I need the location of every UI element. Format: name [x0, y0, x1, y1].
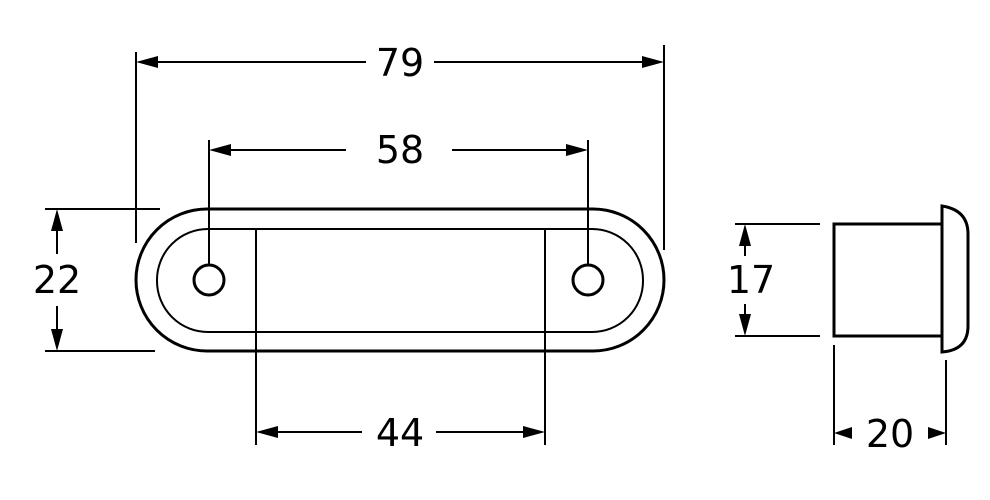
dimension-body-height: 17 — [727, 223, 820, 337]
mounting-hole-right — [571, 263, 605, 297]
overall-length-label: 79 — [376, 41, 424, 85]
depth-label: 20 — [866, 412, 914, 456]
housing-outline — [134, 207, 666, 353]
dimension-overall-height: 22 — [33, 208, 160, 352]
overall-height-label: 22 — [33, 258, 81, 302]
side-body — [832, 222, 944, 338]
hole-spacing-label: 58 — [376, 128, 424, 172]
front-view — [134, 207, 666, 353]
side-view — [832, 204, 970, 354]
dimension-lens-width: 44 — [255, 332, 546, 455]
body-height-label: 17 — [727, 258, 775, 302]
mounting-hole-left — [192, 263, 226, 297]
dimension-depth: 20 — [833, 345, 947, 456]
lens-width-label: 44 — [376, 411, 424, 455]
dimension-overall-length: 79 — [135, 41, 665, 250]
lens-frame — [156, 228, 644, 333]
side-flange — [940, 204, 970, 354]
dimension-hole-spacing: 58 — [208, 128, 589, 265]
